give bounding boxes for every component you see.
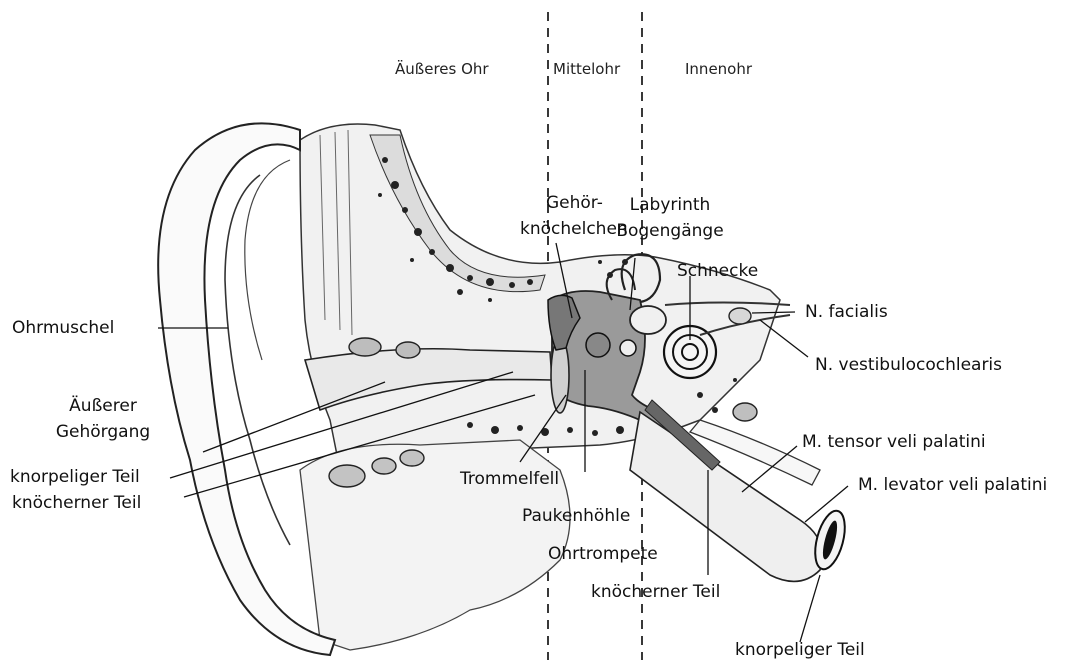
label-gehoergang-line1: Äußerer <box>18 393 188 419</box>
cartilage-piece-5 <box>400 450 424 466</box>
label-aeusserer-gehoergang: Äußerer Gehörgang <box>18 393 188 445</box>
label-knorpeliger-teil-left: knorpeliger Teil <box>10 465 140 489</box>
vestibule <box>630 306 666 334</box>
auricle-inner-fold <box>225 175 290 545</box>
section-middle-ear: Mittelohr <box>553 60 620 78</box>
label-m-levator-veli-palatini: M. levator veli palatini <box>858 473 1047 497</box>
label-labyrinth-bogengaenge: Labyrinth Bogengänge <box>610 192 730 244</box>
leader-ohrtrompete-knorpelig <box>800 575 820 642</box>
label-ohrtrompete: Ohrtrompete <box>548 542 658 566</box>
cartilage-piece-3 <box>329 465 365 487</box>
label-knoecherner-teil-right: knöcherner Teil <box>591 580 720 604</box>
section-outer-ear: Äußeres Ohr <box>395 60 489 78</box>
auricle-helix <box>245 160 290 360</box>
label-paukenhoehle: Paukenhöhle <box>522 504 630 528</box>
label-knorpeliger-teil-right: knorpeliger Teil <box>735 638 865 662</box>
carotid-canal <box>733 403 757 421</box>
cartilage-piece-1 <box>349 338 381 356</box>
label-trommelfell: Trommelfell <box>460 467 559 491</box>
label-gehoergang-line2: Gehörgang <box>18 419 188 445</box>
temporal-bone <box>300 124 780 470</box>
nerve-ganglion <box>729 308 751 324</box>
label-n-facialis: N. facialis <box>805 300 888 324</box>
cartilage-piece-4 <box>372 458 396 474</box>
label-ohrmuschel: Ohrmuschel <box>12 316 114 340</box>
label-schnecke: Schnecke <box>677 259 758 283</box>
label-knoecherner-teil-left: knöcherner Teil <box>12 491 141 515</box>
ossicle-stapes <box>620 340 636 356</box>
cartilage-piece-2 <box>396 342 420 358</box>
label-labyrinth-line1: Labyrinth <box>610 192 730 218</box>
label-n-vestibulocochlearis: N. vestibulocochlearis <box>815 353 1002 377</box>
label-labyrinth-line2: Bogengänge <box>610 218 730 244</box>
ossicle-incus <box>586 333 610 357</box>
label-m-tensor-veli-palatini: M. tensor veli palatini <box>802 430 986 454</box>
section-inner-ear: Innenohr <box>685 60 752 78</box>
